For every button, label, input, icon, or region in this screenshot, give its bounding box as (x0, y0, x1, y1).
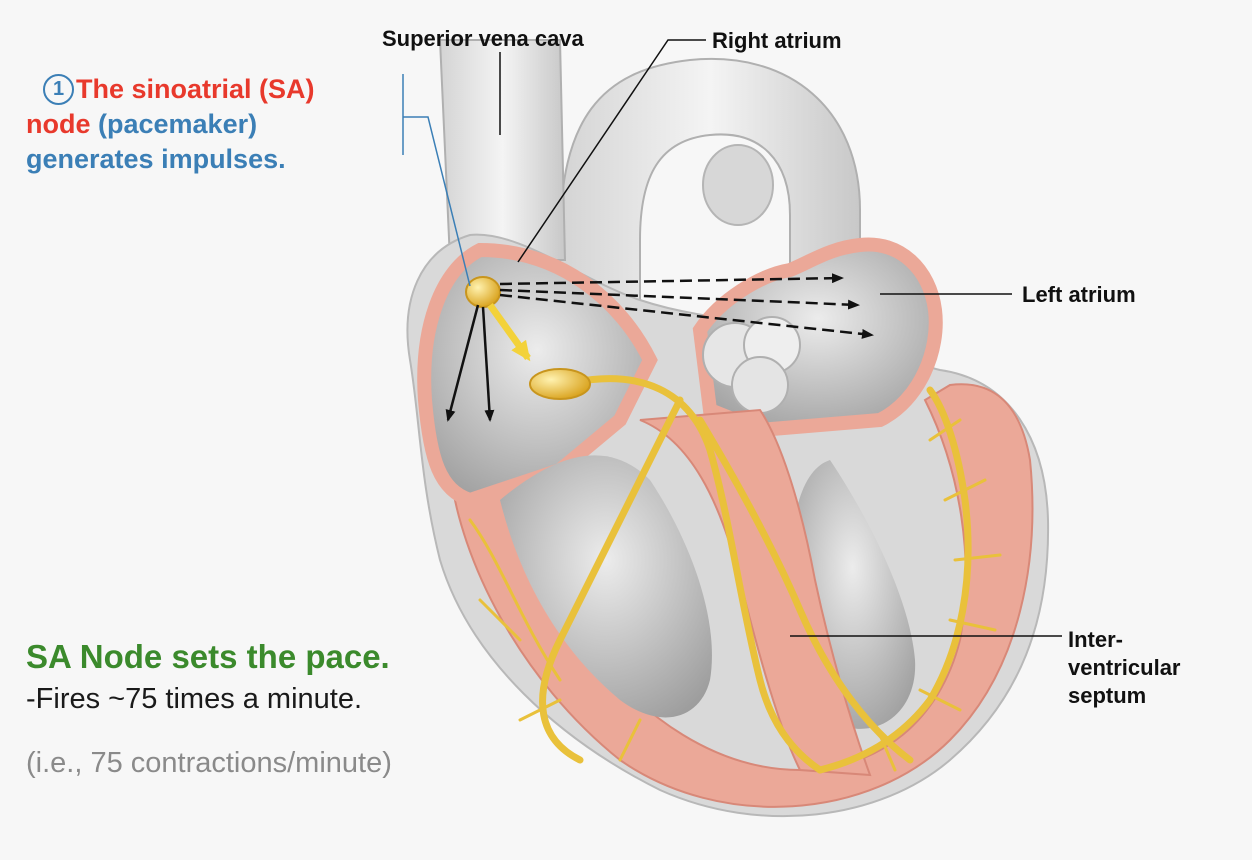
sa-to-av-arrow (487, 302, 531, 362)
label-right-atrium: Right atrium (712, 28, 842, 53)
callout-text-node: node (26, 109, 91, 139)
aortic-valve (702, 316, 801, 414)
av-node (529, 368, 591, 400)
label-interventricular-septum: Inter- ventricular septum (1068, 626, 1181, 710)
aorta (559, 57, 861, 331)
sa-node (465, 276, 501, 308)
label-superior-vena-cava: Superior vena cava (382, 26, 584, 51)
label-left-atrium: Left atrium (1022, 282, 1136, 307)
label-septum-line3: septum (1068, 683, 1147, 708)
callout-text-generates: generates impulses. (26, 144, 286, 174)
purkinje-fibers (468, 418, 1002, 772)
step-number-badge: 1 (43, 74, 74, 105)
conduction-pathway (539, 375, 972, 774)
callout-text-sinoatrial: sinoatrial (SA) (131, 74, 315, 104)
leader-lines (499, 39, 1062, 637)
note-footnote: (i.e., 75 contractions/minute) (26, 747, 392, 779)
interventricular-septum (639, 408, 872, 777)
note-subtitle: -Fires ~75 times a minute. (26, 683, 363, 715)
callout-text-the: The (76, 74, 132, 104)
right-ventricle-cavity (500, 455, 712, 718)
superior-vena-cava (438, 39, 567, 261)
callout-text-pacemaker: (pacemaker) (90, 109, 258, 139)
ventricle-muscle (448, 383, 1034, 808)
label-septum-line2: ventricular (1068, 655, 1181, 680)
callout-bracket (402, 74, 471, 287)
label-septum-line1: Inter- (1068, 627, 1123, 652)
impulse-arrows (445, 273, 874, 422)
note-title: SA Node sets the pace. (26, 638, 390, 675)
